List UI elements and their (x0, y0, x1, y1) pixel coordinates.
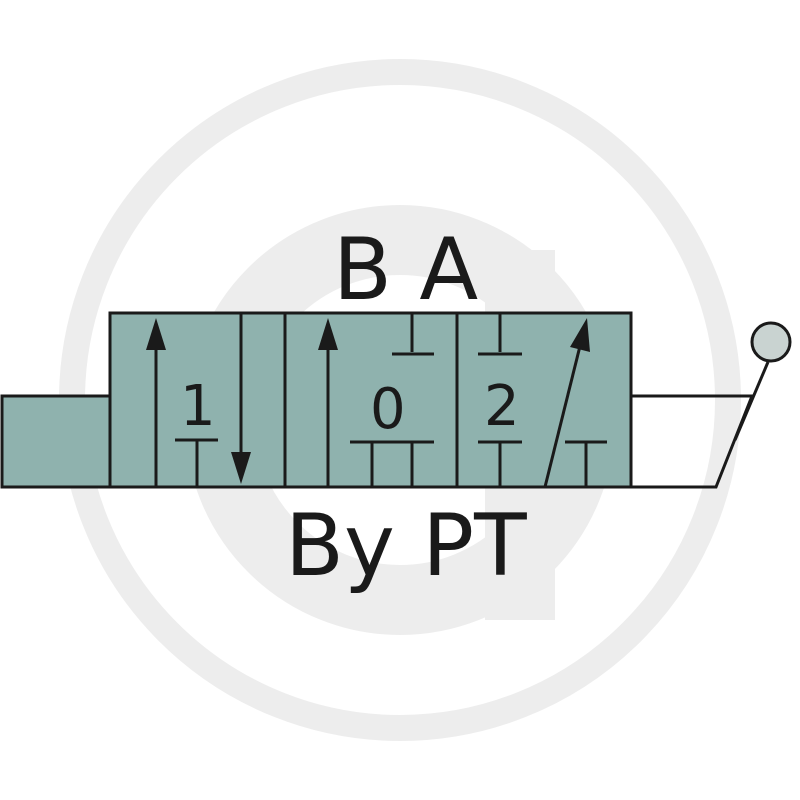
arrow-head (570, 318, 590, 352)
position-label-2: 2 (484, 374, 520, 439)
left-end-block (0, 394, 113, 489)
top-port-labels: B A (333, 220, 478, 320)
flow-line (543, 337, 584, 488)
lever-linkage (631, 394, 755, 489)
position-label-1: 1 (180, 374, 216, 439)
position-label-0: 0 (370, 377, 406, 442)
bottom-port-labels: By PT (285, 496, 527, 596)
lever-arm (733, 361, 770, 441)
arrow-head (318, 318, 338, 350)
arrow-head (146, 318, 166, 350)
lever-knob-icon (750, 321, 792, 363)
arrow-head (231, 452, 251, 484)
